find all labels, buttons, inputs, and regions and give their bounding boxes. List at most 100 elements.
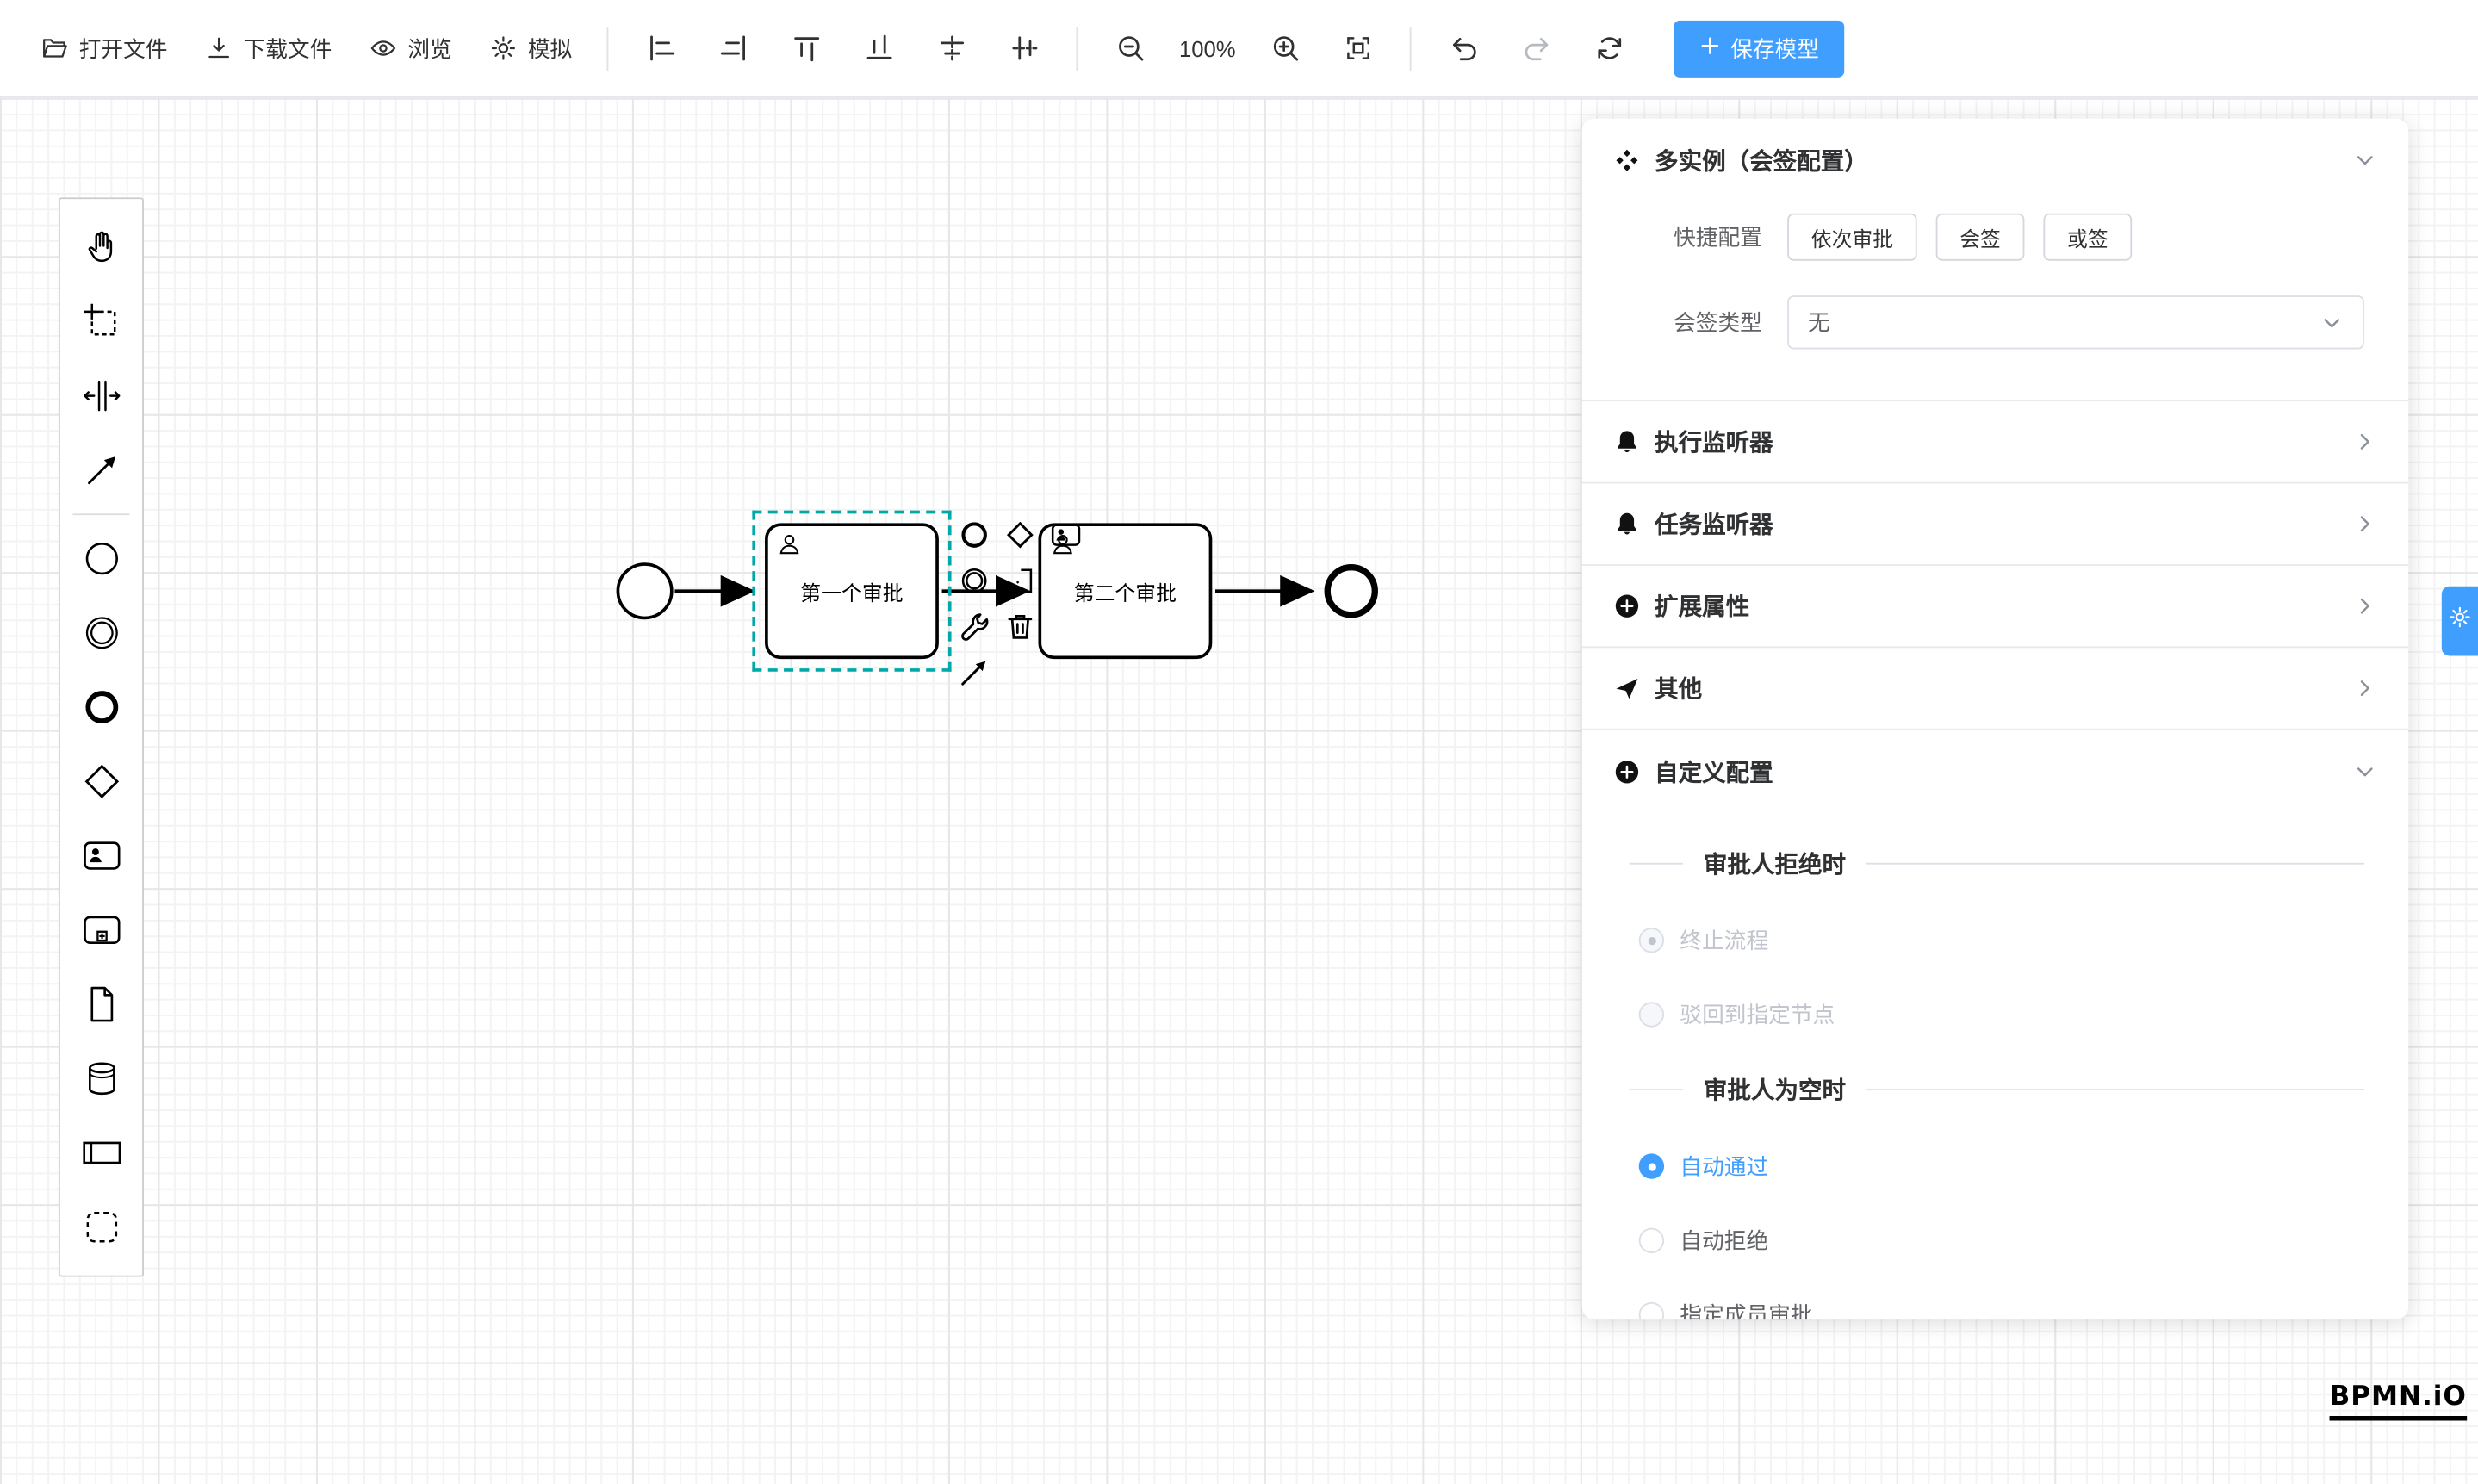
- radio-icon: [1638, 1227, 1665, 1254]
- preview-label: 浏览: [407, 35, 452, 61]
- align-right-icon: [718, 34, 748, 64]
- append-gateway-button[interactable]: [999, 513, 1042, 556]
- bpmn-io-logo[interactable]: BPMN.iO: [2329, 1382, 2467, 1421]
- append-end-event-button[interactable]: [953, 513, 996, 556]
- folder-open-icon: [41, 34, 68, 61]
- radio-auto-reject[interactable]: 自动拒绝: [1638, 1225, 2364, 1257]
- task-first-approval[interactable]: 第一个审批: [765, 523, 939, 660]
- radio-icon: [1638, 1301, 1665, 1320]
- align-top-icon: [791, 34, 821, 64]
- chevron-right-icon: [2353, 430, 2377, 454]
- panel-toggle-button[interactable]: [2441, 586, 2478, 656]
- zoom-out-icon: [1115, 34, 1145, 64]
- fit-viewport-icon: [1343, 34, 1373, 64]
- create-end-event[interactable]: [65, 670, 137, 744]
- quick-orsign-button[interactable]: 或签: [2043, 213, 2133, 261]
- chevron-right-icon: [2353, 594, 2377, 618]
- countersign-type-value: 无: [1808, 309, 1830, 335]
- append-user-task-button[interactable]: [1045, 513, 1088, 556]
- countersign-type-label: 会签类型: [1674, 309, 1762, 335]
- append-intermediate-event-button[interactable]: [953, 560, 996, 603]
- collapse-task-listener[interactable]: 任务监听器: [1581, 483, 2409, 566]
- end-event[interactable]: [1324, 564, 1378, 618]
- undo-button[interactable]: [1427, 18, 1500, 78]
- zoom-in-button[interactable]: [1249, 18, 1321, 78]
- empty-section-divider: 审批人为空时: [1629, 1073, 2364, 1107]
- create-data-object[interactable]: [65, 967, 137, 1041]
- canvas[interactable]: 第一个审批 第二个审批 多实例（会签配置）: [0, 97, 2478, 1484]
- create-user-task[interactable]: [65, 818, 137, 892]
- zoom-level: 100%: [1178, 35, 1236, 61]
- task-first-approval-label: 第一个审批: [800, 581, 904, 605]
- collapse-extension-properties[interactable]: 扩展属性: [1581, 566, 2409, 649]
- send-icon: [1613, 674, 1640, 701]
- append-text-annotation-button[interactable]: [999, 560, 1042, 603]
- zoom-out-button[interactable]: [1094, 18, 1166, 78]
- align-horizontal-center-icon: [936, 34, 966, 64]
- align-horizontal-center-button[interactable]: [915, 18, 987, 78]
- download-icon: [206, 34, 233, 61]
- redo-icon: [1521, 34, 1551, 64]
- hand-tool[interactable]: [65, 210, 137, 284]
- start-event[interactable]: [616, 562, 674, 620]
- reject-section-title: 审批人拒绝时: [1703, 851, 1847, 879]
- restart-button[interactable]: [1573, 18, 1645, 78]
- panel-header[interactable]: 多实例（会签配置）: [1582, 119, 2409, 201]
- download-file-label: 下载文件: [243, 35, 332, 61]
- create-data-store[interactable]: [65, 1041, 137, 1115]
- chevron-down-icon: [2353, 760, 2377, 784]
- lasso-tool[interactable]: [65, 284, 137, 358]
- global-connect-tool[interactable]: [65, 433, 137, 507]
- collapse-other[interactable]: 其他: [1581, 648, 2409, 730]
- preview-button[interactable]: 浏览: [351, 20, 470, 77]
- context-pad-spacer: [1045, 560, 1088, 603]
- create-group[interactable]: [65, 1190, 137, 1264]
- simulate-button[interactable]: 模拟: [471, 20, 591, 77]
- gear-icon: [490, 34, 517, 61]
- align-bottom-button[interactable]: [842, 18, 915, 78]
- change-type-wrench-button[interactable]: [953, 605, 996, 649]
- collapse-execution-listener[interactable]: 执行监听器: [1581, 401, 2409, 484]
- delete-trash-button[interactable]: [999, 605, 1042, 649]
- toolbar-divider: [606, 26, 609, 71]
- create-subprocess[interactable]: [65, 893, 137, 967]
- fit-viewport-button[interactable]: [1321, 18, 1394, 78]
- create-participant[interactable]: [65, 1115, 137, 1189]
- download-file-button[interactable]: 下载文件: [187, 20, 351, 77]
- radio-icon: [1638, 1153, 1665, 1179]
- panel-title: 多实例（会签配置）: [1655, 147, 1868, 175]
- undo-icon: [1449, 34, 1479, 64]
- radio-assign-member[interactable]: 指定成员审批: [1638, 1299, 2364, 1320]
- align-right-button[interactable]: [697, 18, 769, 78]
- chevron-right-icon: [2353, 676, 2377, 700]
- space-tool[interactable]: [65, 359, 137, 433]
- toolbar: 打开文件 下载文件 浏览 模拟 100% 保: [0, 0, 2478, 98]
- chevron-right-icon: [2353, 512, 2377, 536]
- palette: [58, 197, 144, 1277]
- open-file-button[interactable]: 打开文件: [22, 20, 187, 77]
- countersign-type-select[interactable]: 无: [1787, 295, 2364, 350]
- save-model-label: 保存模型: [1730, 35, 1819, 61]
- context-pad-spacer: [1045, 605, 1088, 649]
- align-left-icon: [646, 34, 676, 64]
- radio-auto-pass[interactable]: 自动通过: [1638, 1151, 2364, 1183]
- chevron-down-icon: [2320, 311, 2344, 335]
- quick-sequential-button[interactable]: 依次审批: [1787, 213, 1917, 261]
- align-left-button[interactable]: [624, 18, 697, 78]
- panel-divider: [1581, 400, 2409, 402]
- plus-circle-icon: [1613, 593, 1640, 619]
- collapse-custom-config[interactable]: 自定义配置: [1582, 730, 2409, 812]
- bell-icon: [1613, 511, 1640, 537]
- connect-tool-button[interactable]: [953, 651, 996, 694]
- quick-countersign-button[interactable]: 会签: [1935, 213, 2025, 261]
- redo-button[interactable]: [1500, 18, 1572, 78]
- create-start-event[interactable]: [65, 521, 137, 595]
- align-top-button[interactable]: [770, 18, 842, 78]
- save-model-button[interactable]: 保存模型: [1674, 19, 1845, 77]
- align-vertical-center-button[interactable]: [988, 18, 1060, 78]
- create-gateway[interactable]: [65, 744, 137, 818]
- simulate-label: 模拟: [527, 35, 573, 61]
- refresh-icon: [1593, 34, 1624, 64]
- create-intermediate-event[interactable]: [65, 596, 137, 670]
- bell-icon: [1613, 428, 1640, 455]
